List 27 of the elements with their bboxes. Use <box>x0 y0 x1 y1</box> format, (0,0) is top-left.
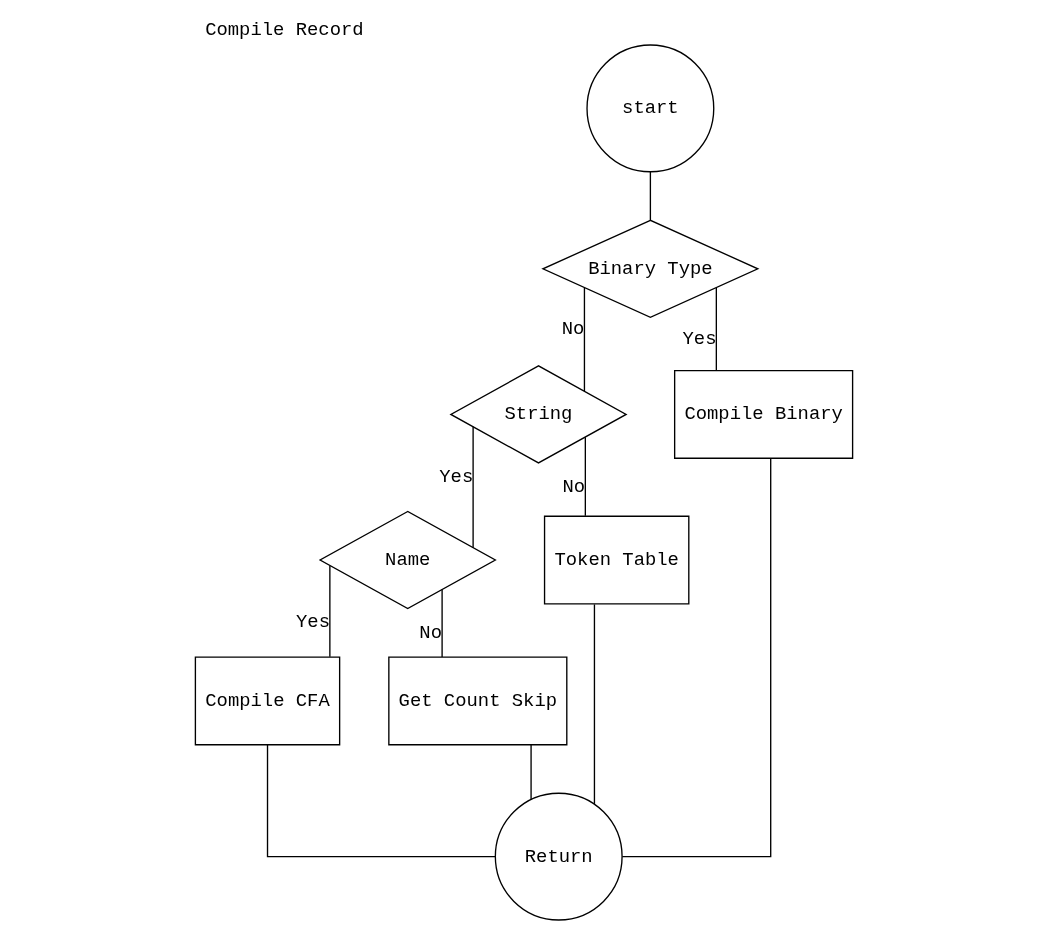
connector <box>441 588 443 658</box>
edge-label: No <box>561 318 585 341</box>
connector <box>583 287 586 392</box>
edge-label: Yes <box>296 610 330 633</box>
node-diamond: Name <box>318 510 497 610</box>
connector <box>715 287 717 371</box>
connector <box>329 565 331 658</box>
connector <box>593 603 596 805</box>
node-diamond: Binary Type <box>541 219 760 319</box>
connector <box>530 744 532 801</box>
connector <box>621 457 772 858</box>
edge-label: Yes <box>682 328 717 351</box>
node-box: Compile Binary <box>673 369 854 459</box>
connector <box>584 436 586 517</box>
diagram-title: Compile Record <box>205 18 364 41</box>
connector <box>266 744 496 858</box>
node-box: Get Count Skip <box>388 656 568 746</box>
edge-label: No <box>562 475 586 498</box>
node-diamond: String <box>449 365 628 464</box>
edge-label: Yes <box>439 466 474 489</box>
connector <box>472 426 474 549</box>
node-box: Compile CFA <box>194 656 341 746</box>
connector <box>649 171 652 221</box>
edge-label: No <box>419 622 442 645</box>
node-circle: start <box>586 44 715 173</box>
node-box: Token Table <box>543 515 690 605</box>
node-circle: Return <box>494 792 623 921</box>
